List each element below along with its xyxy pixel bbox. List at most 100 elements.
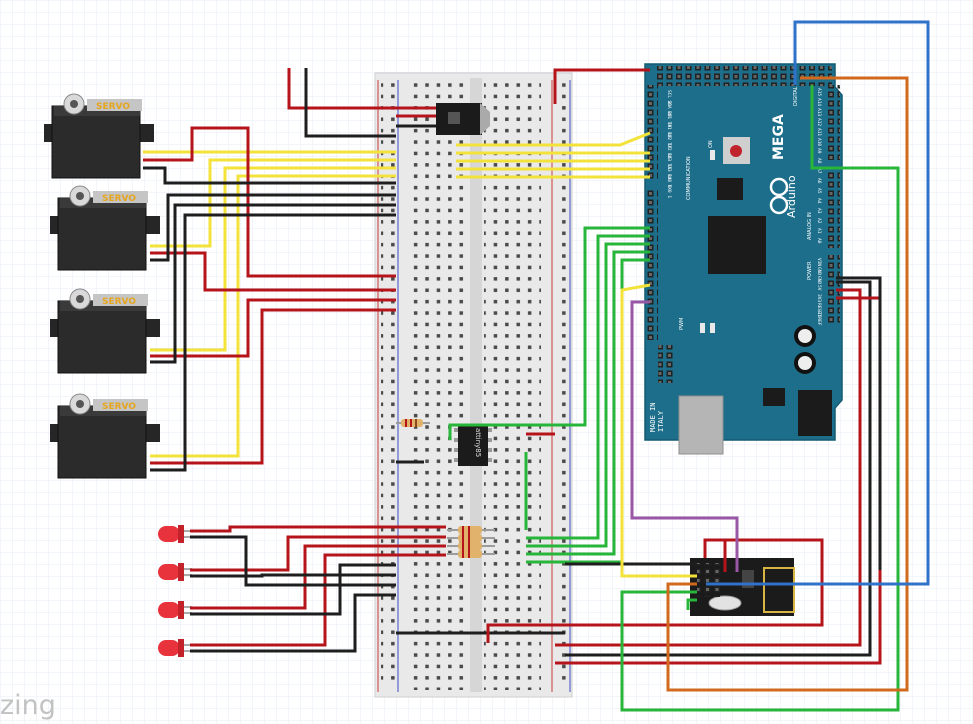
- pin-label: A11: [816, 128, 822, 136]
- wire-power-black: [304, 68, 396, 138]
- pin-label: A15: [816, 88, 822, 96]
- pin-label: 38: [739, 54, 745, 60]
- wire-servo-ground: [150, 193, 396, 262]
- wire-gnd-arduino: [836, 276, 882, 570]
- pin-label: 42: [759, 54, 765, 60]
- wire-nrf-green: [620, 85, 900, 712]
- pin-label: A8: [816, 158, 822, 164]
- pin-label: 32: [710, 54, 716, 60]
- pin-label: A13: [816, 108, 822, 116]
- servo-motor: SERVO: [50, 185, 160, 271]
- pin-label: A5: [816, 188, 822, 194]
- wire-nrf-orange: [666, 76, 909, 692]
- pin-label: A9: [816, 148, 822, 154]
- pin-label: 34: [720, 54, 726, 60]
- breadboard: [374, 72, 573, 698]
- pin-label: 28: [690, 54, 696, 60]
- pin-label: TX2 16: [666, 143, 672, 160]
- pin-label: SDA 20: [666, 101, 672, 118]
- pin-label: A6: [816, 178, 822, 184]
- pin-label: 44: [769, 54, 775, 60]
- wire-nrf-green-2: [686, 598, 697, 610]
- wire-sig-to-arduino: [456, 131, 651, 147]
- servo-group: SERVO SERVO SERVO SERVO: [44, 93, 160, 479]
- wire-rail-red: [486, 538, 824, 643]
- communication-label: COMMUNICATION: [686, 156, 692, 200]
- wire-led-black: [190, 593, 396, 653]
- servo-label: SERVO: [102, 194, 136, 204]
- fritzing-watermark: zing: [0, 690, 56, 721]
- wire-servo-power: [150, 298, 396, 358]
- pin-label: 26: [681, 54, 687, 60]
- servo-label: SERVO: [102, 402, 136, 412]
- pin-label: A2: [816, 218, 822, 224]
- pwm-label: PWM: [679, 318, 685, 330]
- arduino-model-label: MEGA: [771, 114, 787, 160]
- attiny85-label: attiny85: [474, 428, 482, 457]
- pin-label: A7: [816, 168, 822, 174]
- pin-label: 24: [671, 54, 677, 60]
- wire-led-red: [190, 553, 446, 647]
- pin-label: 50: [798, 54, 804, 60]
- servo-label: SERVO: [102, 297, 136, 307]
- made-in-country-label: ITALY: [657, 410, 665, 432]
- wire-nrf-blue: [706, 20, 930, 586]
- wire-servo-signal: [150, 158, 396, 248]
- wire-nrf-yellow: [620, 283, 697, 578]
- wire-led-red: [190, 525, 446, 533]
- wire-servo-ground: [150, 203, 396, 364]
- wire-rail-black-2: [565, 280, 872, 657]
- wire-power-red: [287, 68, 436, 110]
- pin-label: RX2 17: [666, 132, 672, 149]
- wire-led-green: [526, 250, 650, 556]
- pin-label: 22: [661, 54, 667, 60]
- pin-label: A3: [816, 208, 822, 214]
- on-led-label: ON: [708, 140, 714, 148]
- wire-nrf-purple: [630, 300, 739, 572]
- voltage-regulator: [436, 103, 490, 135]
- pin-label: A12: [816, 118, 822, 126]
- pin-label: SCL 21: [666, 90, 672, 107]
- pin-label: A4: [816, 198, 822, 204]
- pin-label: TX0 1: [666, 185, 672, 199]
- wire-led-red: [190, 544, 446, 610]
- pin-label: RX0 0: [666, 174, 672, 188]
- pin-label: VIN: [816, 258, 822, 266]
- wire-servo-power: [150, 308, 396, 465]
- wire-servo-signal: [150, 174, 396, 458]
- made-in-label: MADE IN: [649, 402, 657, 432]
- arduino-logo-text: Arduino: [785, 175, 798, 218]
- led-group: [158, 525, 192, 657]
- pin-label: A14: [816, 98, 822, 106]
- wire-chip-green: [448, 226, 650, 440]
- pin-label: IOREF: [816, 312, 822, 326]
- wire-led-black: [190, 563, 396, 616]
- resistor: [447, 550, 495, 558]
- resistor: [447, 534, 495, 542]
- servo-motor: SERVO: [50, 393, 160, 479]
- red-led: [158, 525, 192, 543]
- digital-label: DIGITAL: [793, 86, 799, 106]
- wire-nrf-red: [703, 538, 727, 572]
- analog-in-label: ANALOG IN: [807, 212, 813, 240]
- wire-servo-power: [150, 251, 396, 292]
- resistor-group: [396, 419, 495, 558]
- pin-label: TX1 18: [666, 122, 672, 139]
- nrf24-radio-module: [690, 558, 795, 616]
- wire-led-green: [526, 234, 650, 540]
- pin-label: GND: [816, 267, 822, 275]
- wire-led-black: [190, 535, 396, 587]
- wire-servo-signal: [150, 166, 396, 352]
- wire-led-green: [526, 242, 650, 548]
- pin-label: GND: [816, 276, 822, 284]
- pin-label: 3V3: [816, 294, 822, 302]
- pin-label: RX1 19: [666, 111, 672, 128]
- pin-label: A1: [816, 228, 822, 234]
- servo-motor: SERVO: [44, 93, 154, 179]
- arduino-mega-board: Arduino MEGA MADE IN ITALY COMMUNICATION…: [644, 54, 843, 455]
- attiny85-chip: attiny85: [454, 424, 492, 466]
- pin-label: 30: [700, 54, 706, 60]
- servo-motor: SERVO: [50, 288, 160, 374]
